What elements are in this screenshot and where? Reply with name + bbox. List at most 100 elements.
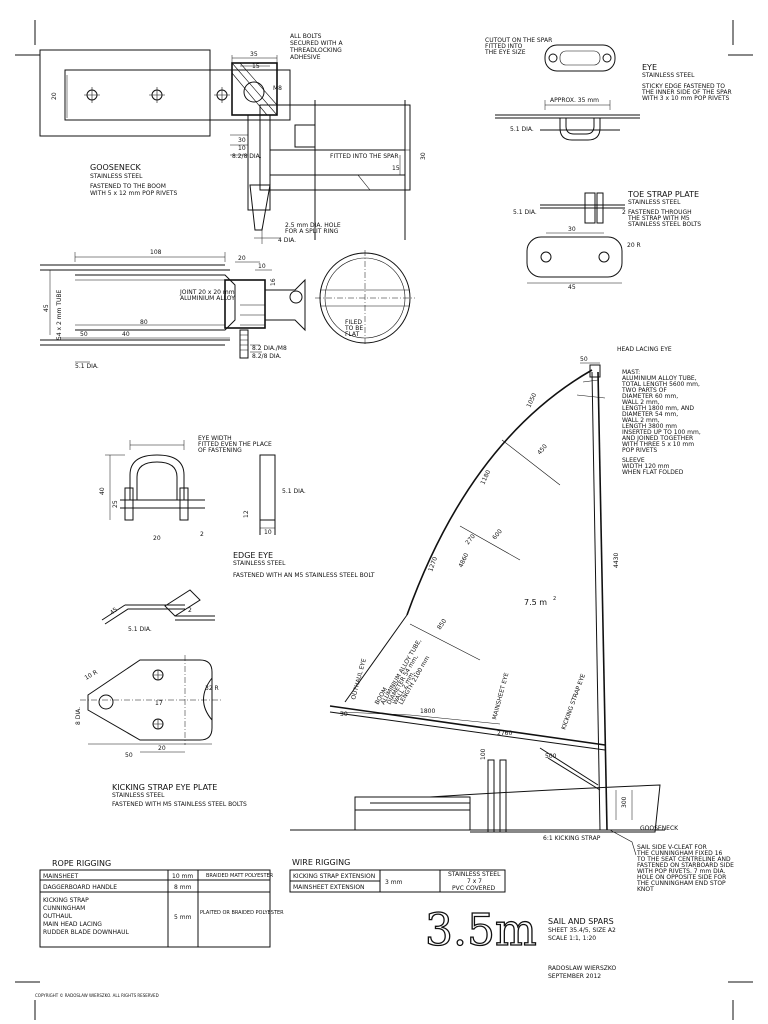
- note-text: WITH 5 x 12 mm POP RIVETS: [90, 190, 177, 197]
- table-cell: BRAIDED MATT POLYESTER: [206, 873, 274, 879]
- copyright-text: COPYRIGHT © RADOSLAW WIERSZKO. ALL RIGHT…: [35, 993, 159, 998]
- table-cell: 3 mm: [385, 879, 403, 886]
- dim-text: 100: [480, 748, 487, 760]
- note-text: SECURED WITH A: [290, 40, 343, 47]
- table-cell: 5 mm: [174, 914, 192, 921]
- note-text: TO THE SEAT CENTRELINE AND: [636, 856, 731, 863]
- dim-text: 5.1 DIA.: [282, 488, 306, 495]
- wire-rigging-table: WIRE RIGGING KICKING STRAP EXTENSION MAI…: [289, 858, 506, 893]
- kicking-plate-title: KICKING STRAP EYE PLATE: [112, 783, 217, 792]
- note-text: 6:1 KICKING STRAP: [543, 835, 601, 842]
- note-text: AND JOINED TOGETHER: [622, 435, 693, 442]
- dim-text: 2760: [497, 730, 512, 737]
- table-cell: 7 x 7: [467, 878, 482, 885]
- table-cell: PLAITED OR BRAIDED POLYESTER: [200, 910, 284, 916]
- dim-text: 600: [491, 528, 504, 541]
- dim-text: 20: [238, 255, 246, 262]
- note-text: MAINSHEET EYE: [491, 672, 510, 721]
- dim-text: 20: [158, 745, 166, 752]
- note-text: SLEEVE: [622, 457, 645, 464]
- svg-text:2: 2: [553, 596, 556, 602]
- model-title: 3.5m: [425, 905, 537, 956]
- note-text: WIDTH 120 mm: [622, 463, 670, 470]
- note-text: 54 x 2 mm TUBE: [56, 290, 63, 340]
- dim-text: 1270: [427, 556, 439, 573]
- note-text: THE STRAP WITH M5: [627, 215, 690, 222]
- note-text: LENGTH 3800 mm: [622, 423, 677, 430]
- rope-rigging-title: ROPE RIGGING: [52, 859, 111, 868]
- gooseneck-top-labels: 20 35 15 M8 ALL BOLTS SECURED WITH A THR…: [51, 33, 427, 244]
- edge-eye-labels: EYE WIDTH FITTED EVEN THE PLACE OF FASTE…: [99, 435, 375, 579]
- dim-text: 1800: [420, 708, 435, 715]
- dim-text: 108: [150, 249, 162, 256]
- note-text: CUTOUT ON THE SPAR: [485, 37, 552, 44]
- eye-labels: CUTOUT ON THE SPAR FITTED INTO THE EYE S…: [484, 37, 732, 133]
- table-cell: DAGGERBOARD HANDLE: [43, 884, 117, 891]
- dim-text: 450: [536, 443, 549, 456]
- dim-text: 12: [243, 510, 250, 518]
- date-text: SEPTEMBER 2012: [548, 973, 601, 980]
- sail-labels: HEAD LACING EYE 50 MAST: ALUMINIUM ALLOY…: [340, 346, 734, 893]
- dim-text: 5.1 DIA.: [75, 363, 99, 370]
- table-cell: 10 mm: [172, 873, 193, 880]
- dim-text: 30: [238, 137, 246, 144]
- dim-text: 2: [188, 607, 192, 614]
- dim-text: 8 DIA.: [75, 707, 82, 725]
- dim-text: 20: [51, 92, 58, 100]
- table-cell: RUDDER BLADE DOWNHAUL: [43, 929, 129, 936]
- dim-text: 45: [43, 304, 50, 312]
- note-text: INSERTED UP TO 100 mm,: [622, 429, 701, 436]
- dim-text: 10 R: [84, 669, 99, 682]
- table-cell: 8 mm: [174, 884, 192, 891]
- table-cell: PVC COVERED: [452, 885, 495, 892]
- dim-text: 50: [80, 331, 88, 338]
- dim-text: 40: [99, 487, 106, 495]
- sheet-text: SHEET 35.4/5, SIZE A2: [548, 927, 616, 934]
- wire-rigging-title: WIRE RIGGING: [292, 858, 350, 867]
- table-cell: OUTHAUL: [43, 913, 73, 920]
- dim-text: M8: [273, 85, 282, 92]
- note-text: FASTENED WITH M5 STAINLESS STEEL BOLTS: [112, 801, 247, 808]
- table-cell: KICKING STRAP: [43, 897, 89, 904]
- note-text: STAINLESS STEEL BOLTS: [628, 221, 701, 228]
- dim-text: 45: [109, 606, 119, 616]
- scale-text: SCALE 1:1, 1:20: [548, 935, 596, 942]
- dim-text: 35: [250, 51, 258, 58]
- note-text: FITTED INTO: [485, 43, 523, 50]
- note-text: FILED: [345, 319, 362, 326]
- note-text: OF FASTENING: [198, 447, 242, 454]
- note-text: FITTED EVEN THE PLACE: [198, 441, 272, 448]
- eye-title: EYE: [642, 63, 657, 72]
- note-text: FOR A SPLIT RING: [285, 228, 339, 235]
- note-text: THE CUNNINGHAM FIXED 16: [636, 850, 723, 857]
- gooseneck-boom-drawing: [40, 250, 415, 363]
- note-text: ALUMINIUM ALLOY TUBE,: [622, 375, 697, 382]
- dim-text: 8.2 DIA./M8: [252, 345, 287, 352]
- note-text: HEAD LACING EYE: [617, 346, 672, 353]
- note-text: THE EYE SIZE: [484, 49, 526, 56]
- dim-text: 2: [622, 209, 626, 216]
- note-text: THE CUNNINGHAM END STOP: [636, 880, 726, 887]
- dim-text: 850: [436, 618, 448, 632]
- note-text: TO BE: [344, 325, 363, 332]
- frame-corner-marks: [15, 20, 753, 1020]
- dim-text: 5.1 DIA.: [513, 209, 537, 216]
- note-text: STICKY EDGE FASTENED TO: [642, 83, 725, 90]
- gooseneck-title: GOOSENECK: [90, 163, 142, 172]
- note-text: LENGTH 1800 mm, AND: [622, 405, 694, 412]
- material-text: STAINLESS STEEL: [233, 560, 286, 567]
- note-text: FASTENED WITH AN M5 STAINLESS STEEL BOLT: [233, 572, 375, 579]
- kicking-plate-labels: 45 2 5.1 DIA. 10 R 8 DIA. 17 32 R 50 20 …: [75, 606, 247, 808]
- dim-text: 5.1 DIA.: [510, 126, 534, 133]
- note-text: MAST:: [622, 369, 640, 376]
- note-text: TOTAL LENGTH 5600 mm,: [621, 381, 700, 388]
- dim-text: 10: [258, 263, 266, 270]
- dim-text: 30: [420, 152, 427, 160]
- dim-text: 50: [580, 356, 588, 363]
- dim-text: 2: [200, 531, 204, 538]
- dim-text: 4860: [457, 552, 470, 569]
- table-cell: STAINLESS STEEL: [448, 871, 501, 878]
- dim-text: 30: [568, 226, 576, 233]
- note-text: THE INNER SIDE OF THE SPAR: [641, 89, 732, 96]
- dim-text: 4 DIA.: [278, 237, 296, 244]
